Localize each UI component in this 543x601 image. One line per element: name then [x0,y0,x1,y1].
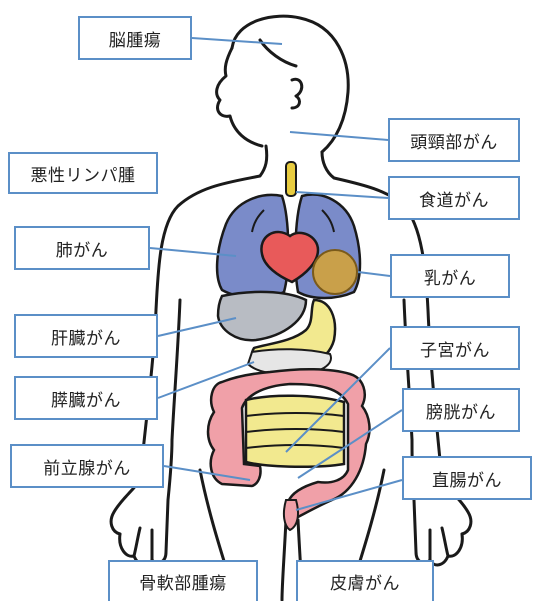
label-bone-soft-tissue-tumor: 骨軟部腫瘍 [108,560,258,601]
label-breast-cancer: 乳がん [390,254,510,298]
label-prostate-cancer: 前立腺がん [10,444,164,488]
label-skin-cancer: 皮膚がん [296,560,434,601]
breast-tumor [313,250,357,294]
label-bladder-cancer: 膀胱がん [402,388,520,432]
rectum [284,500,298,530]
label-brain-tumor: 脳腫瘍 [78,16,192,60]
label-esophageal-cancer: 食道がん [388,176,520,220]
label-malignant-lymphoma: 悪性リンパ腫 [8,152,158,194]
label-pancreatic-cancer: 膵臓がん [14,376,158,420]
label-lung-cancer: 肺がん [14,226,150,270]
label-uterine-cancer: 子宮がん [390,326,520,370]
label-rectal-cancer: 直腸がん [402,456,532,500]
liver [218,292,306,340]
label-liver-cancer: 肝臓がん [14,314,158,358]
label-head-neck-cancer: 頭頸部がん [388,118,520,162]
trachea [286,162,296,196]
